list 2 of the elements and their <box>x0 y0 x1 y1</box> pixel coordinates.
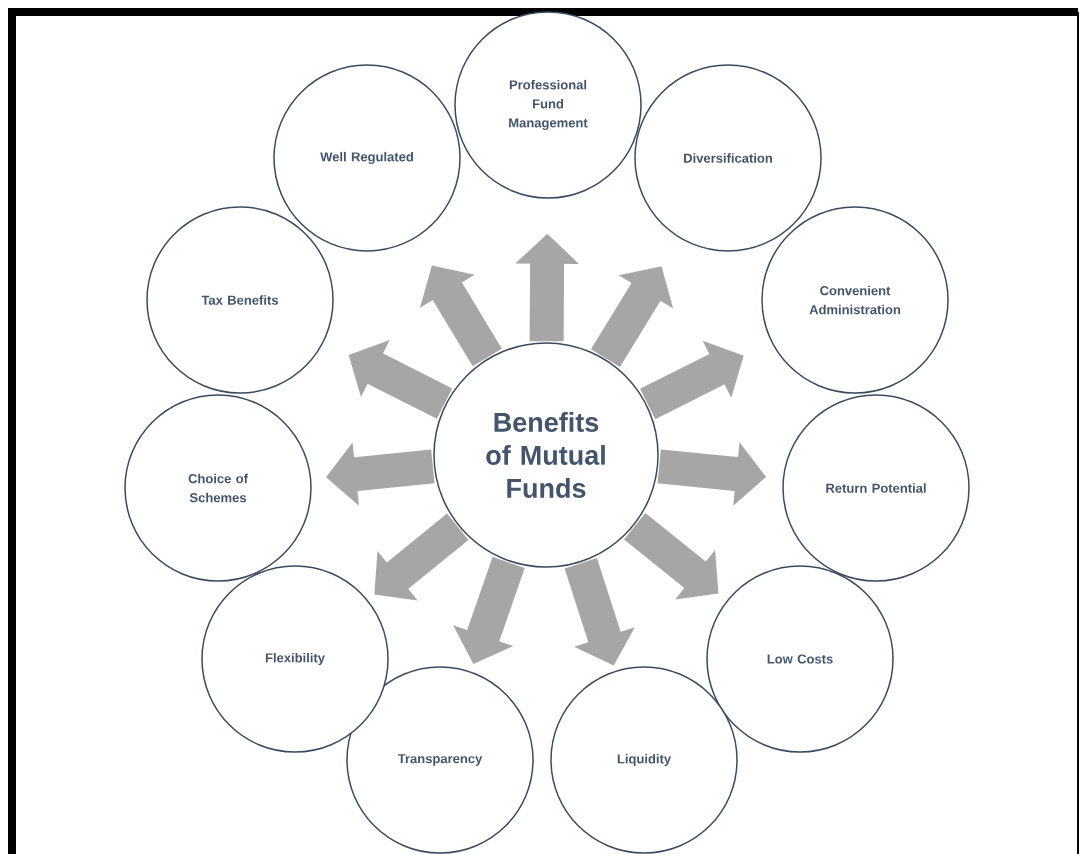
block-arrow <box>374 513 469 601</box>
node-label: Liquidity <box>617 753 672 767</box>
